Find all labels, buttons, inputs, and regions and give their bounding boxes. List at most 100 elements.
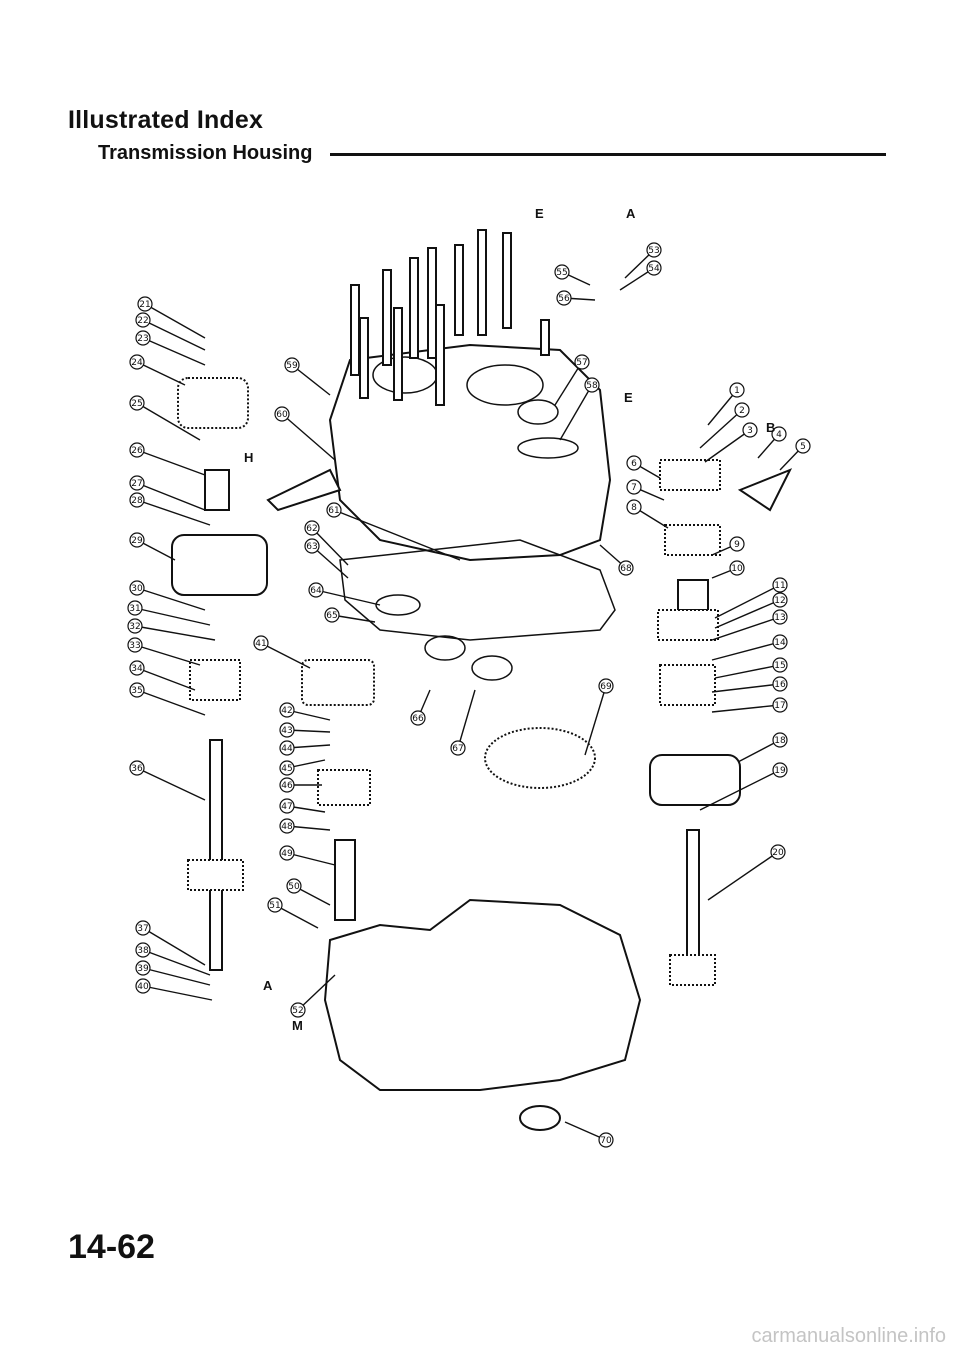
callout-15: 15 bbox=[714, 657, 788, 679]
callout-number: 69 bbox=[600, 682, 612, 692]
callout-number: 16 bbox=[774, 680, 786, 690]
callout-number: 15 bbox=[774, 661, 785, 671]
callout-number: 54 bbox=[648, 264, 660, 274]
callout-47: 47 bbox=[279, 798, 326, 814]
callout-27: 27 bbox=[129, 475, 206, 511]
callout-42: 42 bbox=[279, 702, 331, 721]
component-drawing bbox=[171, 229, 793, 1131]
callout-48: 48 bbox=[279, 818, 331, 834]
callout-56: 56 bbox=[556, 290, 596, 306]
callout-70: 70 bbox=[564, 1121, 614, 1148]
callout-badge bbox=[598, 1132, 614, 1148]
housing-bore-2 bbox=[466, 364, 544, 406]
callout-badge bbox=[729, 382, 745, 398]
callout-leader bbox=[142, 927, 206, 966]
callout-10: 10 bbox=[711, 560, 745, 579]
callout-badge bbox=[772, 732, 788, 748]
callout-badge bbox=[450, 740, 466, 756]
callout-number: 68 bbox=[620, 564, 632, 574]
callout-11: 11 bbox=[714, 577, 788, 619]
callout-55: 55 bbox=[554, 264, 591, 286]
callout-40: 40 bbox=[135, 978, 213, 1001]
callout-badge bbox=[279, 740, 295, 756]
callout-66: 66 bbox=[410, 689, 431, 726]
reference-letter: H bbox=[244, 450, 253, 465]
callout-leader bbox=[737, 739, 781, 763]
callout-number: 18 bbox=[774, 736, 786, 746]
callout-43: 43 bbox=[279, 722, 331, 738]
callout-number: 65 bbox=[326, 611, 337, 621]
callout-badge bbox=[772, 592, 788, 608]
callout-leader bbox=[136, 449, 206, 476]
callout-57: 57 bbox=[554, 354, 590, 406]
callout-65: 65 bbox=[324, 607, 376, 623]
callout-number: 49 bbox=[281, 849, 293, 859]
reference-letter: E bbox=[535, 206, 544, 221]
callout-number: 38 bbox=[137, 946, 149, 956]
callout-badge bbox=[129, 442, 145, 458]
callout-leader bbox=[136, 667, 196, 691]
callout-58: 58 bbox=[559, 377, 600, 441]
callout-badge bbox=[304, 538, 320, 554]
callout-badge bbox=[253, 635, 269, 651]
callout-number: 22 bbox=[137, 316, 148, 326]
callout-leader bbox=[142, 319, 206, 351]
callout-badge bbox=[267, 897, 283, 913]
callout-badge bbox=[729, 560, 745, 576]
callout-number: 2 bbox=[739, 406, 745, 416]
countershaft-assembly bbox=[171, 377, 268, 971]
callout-badge bbox=[326, 502, 342, 518]
callout-leader bbox=[286, 852, 336, 866]
callout-badge bbox=[135, 312, 151, 328]
callout-leader bbox=[711, 641, 781, 661]
callout-badge bbox=[772, 697, 788, 713]
callout-number: 3 bbox=[747, 426, 753, 436]
callout-number: 50 bbox=[288, 882, 300, 892]
callout-leader bbox=[704, 429, 751, 463]
callout-17: 17 bbox=[711, 697, 788, 713]
callout-leader bbox=[315, 589, 381, 606]
callout-9: 9 bbox=[711, 536, 745, 556]
callout-badge bbox=[618, 560, 634, 576]
callout-35: 35 bbox=[129, 682, 206, 716]
callout-number: 70 bbox=[600, 1136, 612, 1146]
callout-number: 20 bbox=[772, 848, 784, 858]
callout-badge bbox=[324, 607, 340, 623]
callout-number: 61 bbox=[328, 506, 339, 516]
callout-number: 12 bbox=[774, 596, 785, 606]
callout-badge bbox=[626, 479, 642, 495]
title-rule bbox=[330, 153, 886, 156]
callout-badge bbox=[127, 618, 143, 634]
callout-number: 57 bbox=[576, 358, 587, 368]
callout-badge bbox=[129, 532, 145, 548]
callout-number: 27 bbox=[131, 479, 142, 489]
callout-8: 8 bbox=[626, 499, 669, 529]
callout-54: 54 bbox=[619, 260, 662, 291]
callout-leader bbox=[311, 545, 349, 579]
callout-59: 59 bbox=[284, 357, 331, 396]
callout-leader bbox=[711, 704, 781, 713]
callout-badge bbox=[129, 682, 145, 698]
callout-leader bbox=[291, 364, 331, 396]
callout-badge bbox=[129, 660, 145, 676]
callout-28: 28 bbox=[129, 492, 211, 526]
callout-number: 13 bbox=[774, 613, 785, 623]
callout-leader bbox=[297, 974, 336, 1011]
callout-64: 64 bbox=[308, 582, 381, 606]
callout-4: 4 bbox=[757, 426, 787, 459]
callout-number: 31 bbox=[129, 604, 140, 614]
secondary-shaft-assembly bbox=[301, 659, 375, 921]
callout-1: 1 bbox=[707, 382, 745, 426]
callout-badge bbox=[646, 260, 662, 276]
callout-leader bbox=[311, 527, 349, 566]
callout-badge bbox=[279, 777, 295, 793]
callout-number: 58 bbox=[586, 381, 598, 391]
callout-34: 34 bbox=[129, 660, 196, 691]
callout-50: 50 bbox=[286, 878, 331, 906]
callout-badge bbox=[129, 580, 145, 596]
callout-leader bbox=[142, 967, 211, 986]
bearing-66 bbox=[424, 635, 466, 661]
callout-leader bbox=[711, 683, 781, 693]
